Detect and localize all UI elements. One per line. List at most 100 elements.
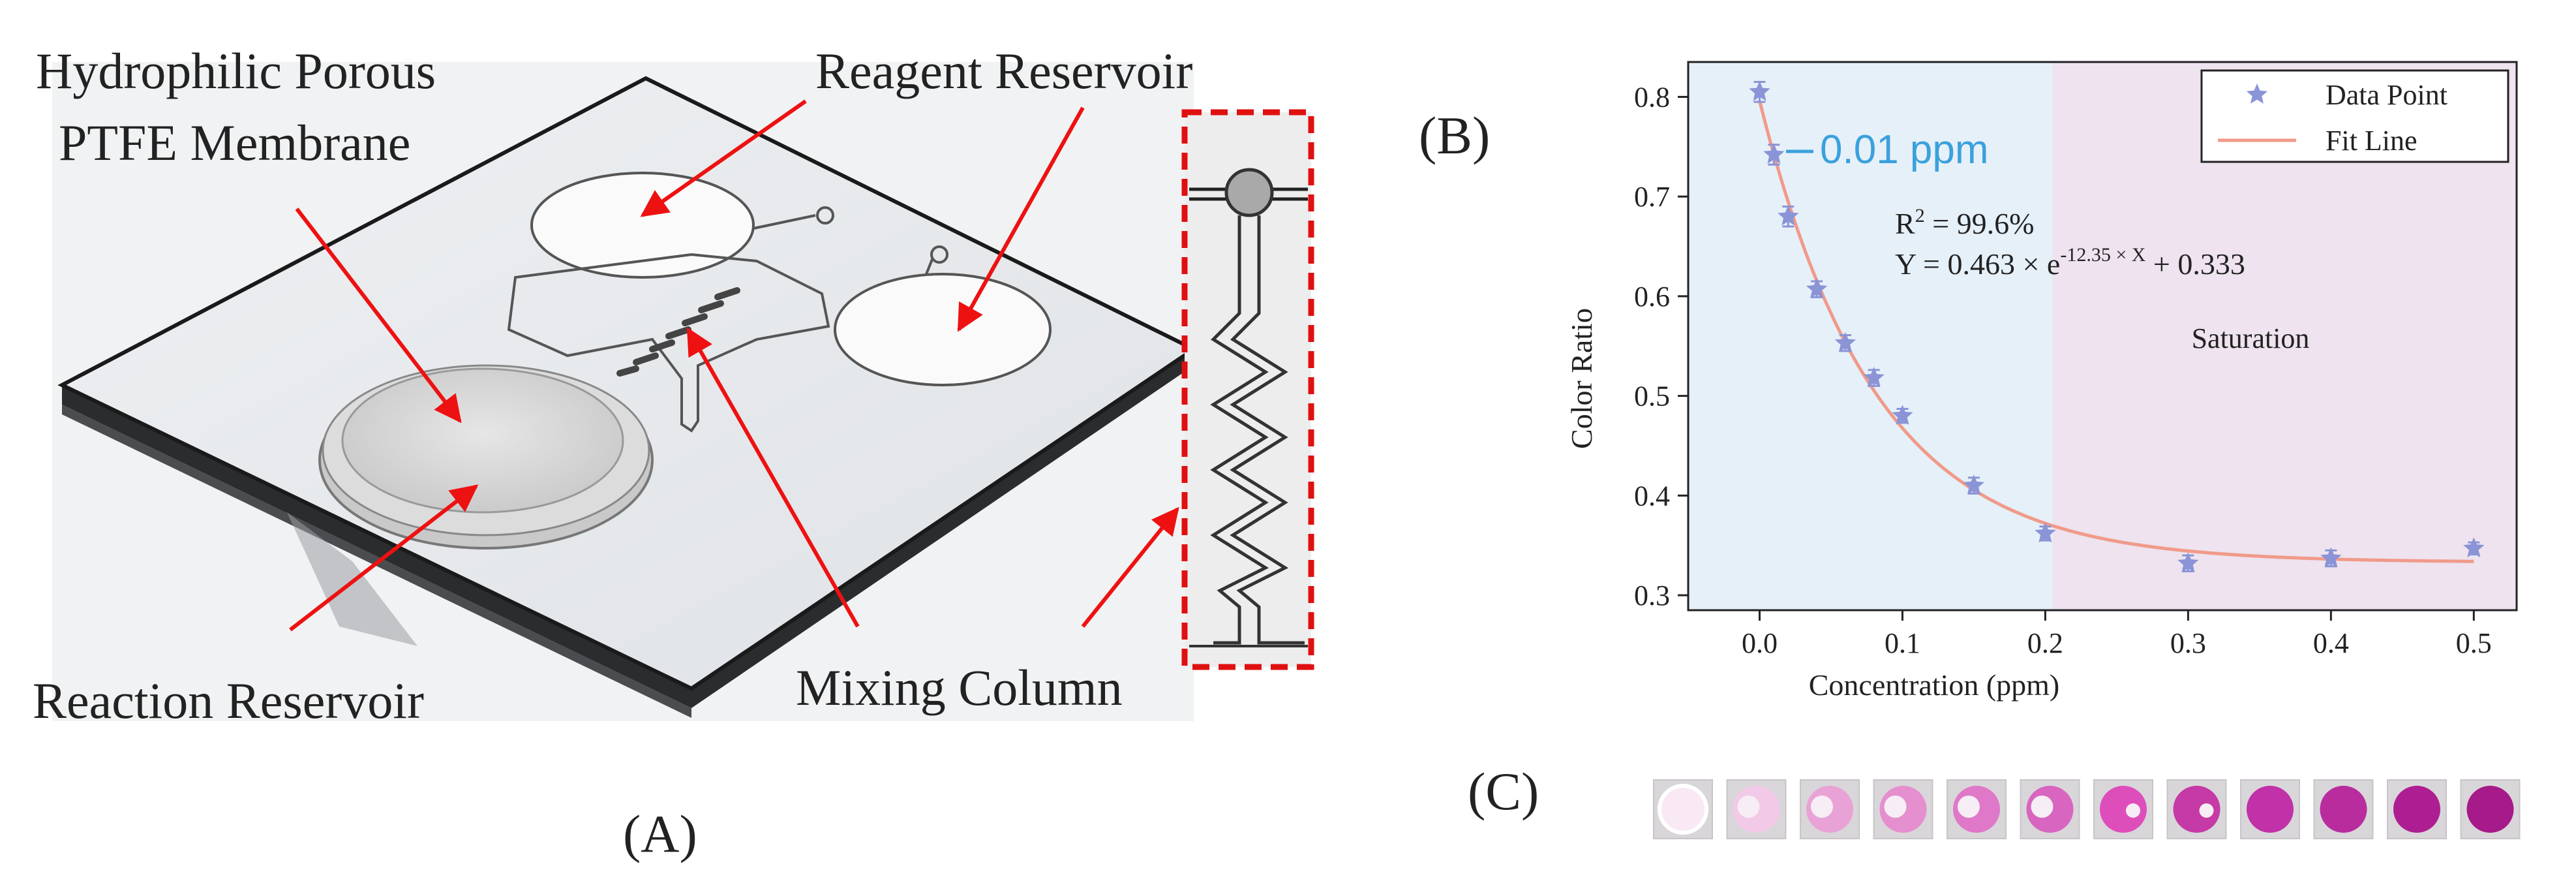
- data-point: [1834, 332, 1856, 352]
- data-points: [1749, 80, 2485, 572]
- port-1: [816, 206, 834, 225]
- r2-text: R2 = 99.6%: [1895, 205, 2034, 240]
- star-marker: [1863, 367, 1885, 387]
- device-drawing: [52, 62, 1198, 721]
- swatch: [2460, 779, 2521, 839]
- legend-star-marker: [2246, 84, 2268, 104]
- plot-frame: [1687, 61, 2518, 612]
- arrow-reagent-right: [957, 106, 1085, 332]
- swatch-spot: [2100, 786, 2147, 833]
- fit-line: [1758, 100, 2474, 563]
- y-axis-label: Color Ratio: [1565, 308, 1598, 449]
- inset-zigzag-left: [1210, 215, 1269, 645]
- y-tick-label: 0.5: [1634, 380, 1670, 412]
- port-2: [930, 245, 948, 264]
- eq-rhs: + 0.333: [2145, 247, 2245, 281]
- saturation-label: Saturation: [2192, 322, 2310, 354]
- arrow-mixing-inset: [1081, 506, 1179, 628]
- legend-label-fit-line: Fit Line: [2326, 125, 2417, 157]
- inset-zigzag-right: [1230, 215, 1305, 645]
- swatch-highlight: [1811, 796, 1833, 818]
- star-marker: [1778, 205, 1799, 226]
- panel-label-a: (A): [623, 804, 697, 863]
- color-swatches: [1653, 779, 2521, 839]
- swatch-spot: [2247, 786, 2294, 833]
- star-marker: [2177, 552, 2199, 572]
- legend-box: [2200, 69, 2509, 163]
- legend-marker-data-point: [2246, 84, 2268, 104]
- plate-shadow: [287, 512, 417, 646]
- swatch: [2313, 779, 2374, 839]
- star-marker: [1963, 474, 1985, 495]
- arrow-reaction: [289, 484, 479, 632]
- label-membrane-line1: Hydrophilic Porous: [36, 42, 436, 99]
- swatch-highlight: [2199, 803, 2214, 818]
- data-point: [2035, 522, 2056, 543]
- swatch-spot: [2173, 786, 2220, 833]
- data-point: [1863, 367, 1885, 387]
- data-point: [2463, 537, 2485, 558]
- data-point: [1963, 474, 1985, 495]
- label-reagent: Reagent Reservoir: [815, 42, 1192, 99]
- port-channel-2: [925, 257, 934, 275]
- star-marker: [1763, 144, 1785, 164]
- x-tick-label: 0.0: [1742, 627, 1778, 659]
- device-labels: Hydrophilic Porous PTFE Membrane Reagent…: [33, 42, 1192, 729]
- data-point: [1892, 405, 1913, 425]
- chart-region-0: [1688, 62, 2053, 610]
- data-point: [1763, 144, 1785, 166]
- label-reaction: Reaction Reservoir: [33, 672, 424, 729]
- legend-label-data-point: Data Point: [2326, 79, 2447, 111]
- swatch: [1800, 779, 1860, 839]
- swatch-spot: [1659, 786, 1706, 833]
- y-tick-label: 0.4: [1634, 480, 1670, 512]
- mixing-column-inset: [1181, 109, 1314, 670]
- star-marker: [2035, 522, 2056, 543]
- y-tick-label: 0.6: [1634, 281, 1670, 313]
- panel-label-c: (C): [1468, 762, 1539, 821]
- arrow-reagent-top: [640, 99, 807, 217]
- legend: Data Point Fit Line: [2200, 69, 2509, 163]
- port-channel-1: [753, 214, 816, 230]
- reagent-reservoir-top: [530, 172, 755, 279]
- swatch: [2166, 779, 2227, 839]
- x-tick-label: 0.5: [2456, 627, 2492, 659]
- data-point: [2320, 547, 2342, 568]
- x-tick-label: 0.3: [2170, 627, 2206, 659]
- star-marker: [2463, 537, 2485, 558]
- eq-lhs: Y = 0.463 × e: [1895, 247, 2060, 281]
- y-tick-label: 0.7: [1634, 181, 1670, 213]
- swatch-highlight: [1737, 796, 1760, 818]
- x-axis-label: Concentration (ppm): [1809, 668, 2060, 702]
- star-marker: [1834, 332, 1856, 352]
- swatch-spot: [2393, 786, 2440, 833]
- reagent-reservoir-right: [834, 273, 1052, 386]
- swatch: [2093, 779, 2153, 839]
- y-tick-label: 0.8: [1634, 81, 1670, 113]
- r2-sup: 2: [1915, 205, 1925, 226]
- fit-equation: Y = 0.463 × e-12.35 × X + 0.333: [1895, 244, 2245, 281]
- star-marker: [1892, 405, 1913, 425]
- inset-mixing-node: [1224, 168, 1274, 217]
- r2-r: R: [1895, 207, 1915, 240]
- x-tick-label: 0.1: [1885, 627, 1920, 659]
- swatch: [1726, 779, 1787, 839]
- lod-label: 0.01 ppm: [1820, 127, 1989, 172]
- x-tick-label: 0.4: [2313, 627, 2349, 659]
- swatch: [1947, 779, 2007, 839]
- arrow-mixing-dashes: [686, 327, 860, 628]
- swatch: [1653, 779, 1713, 839]
- swatch-highlight: [1958, 796, 1980, 818]
- ptfe-membrane-disc: [341, 367, 624, 514]
- swatch: [2020, 779, 2080, 839]
- r2-value: = 99.6%: [1925, 207, 2035, 240]
- label-membrane-line2: PTFE Membrane: [59, 114, 410, 171]
- arrow-membrane: [295, 208, 462, 424]
- channel-outline: [507, 253, 830, 433]
- data-point: [2177, 552, 2199, 572]
- eq-exp: -12.35 × X: [2060, 244, 2145, 266]
- swatch-ring: [1658, 784, 1708, 835]
- swatch-highlight: [1884, 796, 1907, 818]
